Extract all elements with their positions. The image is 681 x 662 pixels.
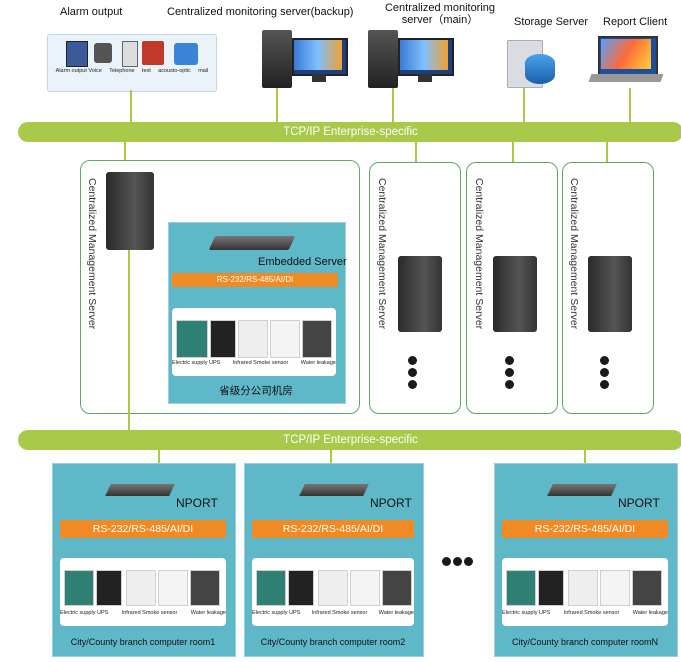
branch-n-infrared-icon <box>568 570 598 606</box>
mail-icon <box>174 43 198 65</box>
water-leakage-icon <box>302 320 332 358</box>
infrared-sensor-icon <box>238 320 268 358</box>
alarm-item-mail: mail <box>198 68 209 74</box>
storage-server-icon <box>507 34 557 92</box>
device-label-ups: Electric supply UPS <box>172 360 221 366</box>
branch-2-dev-water: Water leakage <box>378 610 414 616</box>
tcpip-bus-bottom: TCP/IP Enterprise-specific <box>18 430 681 450</box>
main-server-icon <box>368 30 454 92</box>
provincial-mgmt-server-icon <box>106 172 154 250</box>
mgmt-server-3-icon <box>493 256 537 332</box>
branch-1-dev-water: Water leakage <box>190 610 226 616</box>
text-icon <box>122 41 138 67</box>
alarm-output-label: Alarm output <box>60 6 123 18</box>
mgmt-server-3-label: Centralized Management Server <box>473 178 485 330</box>
report-client-icon <box>588 34 664 90</box>
mgmt-server-4-icon <box>588 256 632 332</box>
branch-n-smoke-icon <box>600 570 630 606</box>
branch-1-room-label: City/County branch computer room1 <box>70 637 216 647</box>
branch-2-interface: RS-232/RS-485/AI/DI <box>252 520 414 538</box>
branch-n-interface: RS-232/RS-485/AI/DI <box>502 520 668 538</box>
telephone-icon <box>94 43 112 63</box>
branch-1-water-icon <box>190 570 220 606</box>
branch-2-ups-icon <box>288 570 314 606</box>
branch-1-dev-ups: Electric supply UPS <box>60 610 109 616</box>
mgmt-server-2-label: Centralized Management Server <box>376 178 388 330</box>
branch-n-electric-icon <box>506 570 536 606</box>
report-client-label: Report Client <box>603 16 668 28</box>
branch-1-ups-icon <box>96 570 122 606</box>
device-label-sensor: Infrared Smoke sensor <box>232 360 289 366</box>
monitoring-main-label: Centralized monitoring server（main） <box>384 2 496 26</box>
branch-n-room-label: City/County branch computer roomN <box>511 637 659 647</box>
branch-2-room-label: City/County branch computer room2 <box>260 637 406 647</box>
alarm-item-telephone: Telephone <box>109 68 135 74</box>
embedded-server-label: Embedded Server <box>258 256 347 268</box>
branch-n-dev-sensor: Infrared Smoke sensor <box>563 610 620 616</box>
branch-1-smoke-icon <box>158 570 188 606</box>
mgmt-server-2-icon <box>398 256 442 332</box>
provincial-room-name: 省级分公司机房 <box>219 385 293 397</box>
provincial-interface-bar: RS-232/RS-485/AI/DI <box>172 273 338 287</box>
storage-server-label: Storage Server <box>514 16 588 28</box>
nport-n-label: NPORT <box>618 496 660 510</box>
alarm-item-voice: Alarm output Voice <box>55 68 102 74</box>
provincial-mgmt-server-label: Centralized Management Server <box>86 178 98 330</box>
branch-n-dev-water: Water leakage <box>632 610 668 616</box>
alarm-item-text: text <box>141 68 151 74</box>
nport-1-label: NPORT <box>176 496 218 510</box>
branch-n-water-icon <box>632 570 662 606</box>
branch-2-water-icon <box>382 570 412 606</box>
smoke-sensor-icon <box>270 320 300 358</box>
mgmt-server-4-label: Centralized Management Server <box>568 178 580 330</box>
embedded-server-icon <box>208 236 296 250</box>
branch-1-dev-sensor: Infrared Smoke sensor <box>121 610 178 616</box>
voice-icon <box>66 41 88 67</box>
branch-2-electric-icon <box>256 570 286 606</box>
nport-2-label: NPORT <box>370 496 412 510</box>
tcpip-bus-top: TCP/IP Enterprise-specific <box>18 122 681 142</box>
nport-1-icon <box>105 484 175 496</box>
alarm-output-panel: Alarm output Voice Telephone text acoust… <box>47 34 217 92</box>
branch-2-dev-ups: Electric supply UPS <box>252 610 301 616</box>
nport-2-icon <box>299 484 369 496</box>
monitoring-backup-label: Centralized monitoring server(backup) <box>167 6 354 18</box>
branch-n-ups-icon <box>538 570 564 606</box>
branch-n-dev-ups: Electric supply UPS <box>502 610 551 616</box>
ups-icon <box>210 320 236 358</box>
alarm-item-acousto-optic: acousto-optic <box>158 68 191 74</box>
branch-1-infrared-icon <box>126 570 156 606</box>
branch-2-infrared-icon <box>318 570 348 606</box>
acousto-optic-icon <box>142 41 164 65</box>
electric-supply-icon <box>176 320 208 358</box>
nport-n-icon <box>547 484 617 496</box>
branch-2-dev-sensor: Infrared Smoke sensor <box>311 610 368 616</box>
device-label-water: Water leakage <box>300 360 336 366</box>
backup-server-icon <box>262 30 348 92</box>
branch-1-electric-icon <box>64 570 94 606</box>
branch-2-smoke-icon <box>350 570 380 606</box>
branch-1-interface: RS-232/RS-485/AI/DI <box>60 520 226 538</box>
